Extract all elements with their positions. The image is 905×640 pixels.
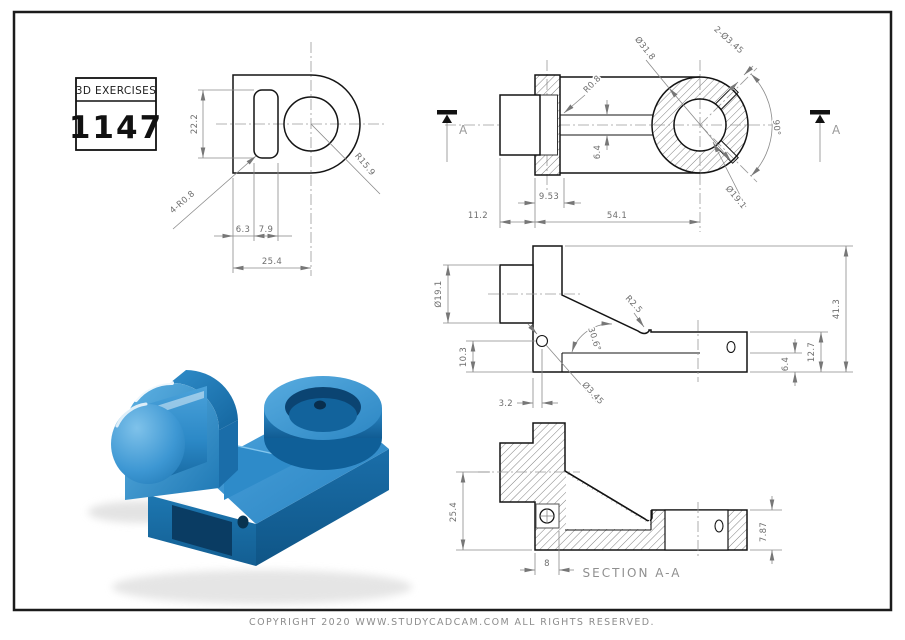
- front-dim-slot-offset: 6.3: [236, 225, 250, 235]
- side-dim-hole-offset: 3.2: [499, 399, 513, 409]
- exercise-number: 1147: [69, 110, 163, 146]
- base-right-face: [256, 449, 389, 566]
- section-marker-right-label: A: [832, 123, 841, 137]
- part-3d-render: [88, 369, 412, 604]
- section-marker-left: A: [437, 110, 468, 162]
- section-marker-right: A: [810, 110, 841, 162]
- front-dim-overall-width: 25.4: [262, 257, 282, 267]
- section-marker-left-label: A: [459, 123, 468, 137]
- exercise-series-label: 3D EXERCISES: [76, 85, 157, 97]
- base-recess: [172, 505, 232, 556]
- front-dim-slot-width: 7.9: [259, 225, 273, 235]
- cylinder-face: [111, 404, 185, 484]
- section-dim-pocket-width: 8: [544, 559, 550, 569]
- top-dim-body-length: 54.1: [607, 211, 627, 221]
- side-dim-hole-height: 10.3: [459, 347, 469, 367]
- part-shadow: [112, 570, 412, 604]
- section-dim-bore-depth: 7.87: [759, 522, 769, 542]
- side-dim-overall-height: 41.3: [832, 299, 842, 319]
- title-block: 3D EXERCISES 1147: [69, 77, 163, 151]
- section-view-label: SECTION A-A: [583, 566, 682, 580]
- top-dim-flange-length: 9.53: [539, 192, 559, 202]
- side-dim-cylinder-diameter: Ø19.1: [433, 280, 444, 307]
- plate-edge-face: [219, 420, 238, 488]
- boss-hole: [314, 400, 326, 410]
- base-front-hole: [237, 515, 249, 529]
- plate-rim: [170, 369, 238, 430]
- copyright-text: COPYRIGHT 2020 WWW.STUDYCADCAM.COM ALL R…: [249, 617, 655, 628]
- top-dim-slot-width: 6.4: [593, 145, 603, 159]
- top-dim-cylinder-length: 11.2: [468, 211, 488, 221]
- top-dim-hole-angle: 90°: [770, 119, 782, 136]
- section-dim-plate-height: 25.4: [449, 502, 459, 522]
- side-dim-boss-height: 12.7: [807, 342, 817, 362]
- side-dim-base-thickness: 6.4: [781, 357, 791, 371]
- front-dim-slot-height: 22.2: [190, 114, 200, 134]
- section-view: 25.4 8 7.87 SECTION A-A: [449, 422, 782, 580]
